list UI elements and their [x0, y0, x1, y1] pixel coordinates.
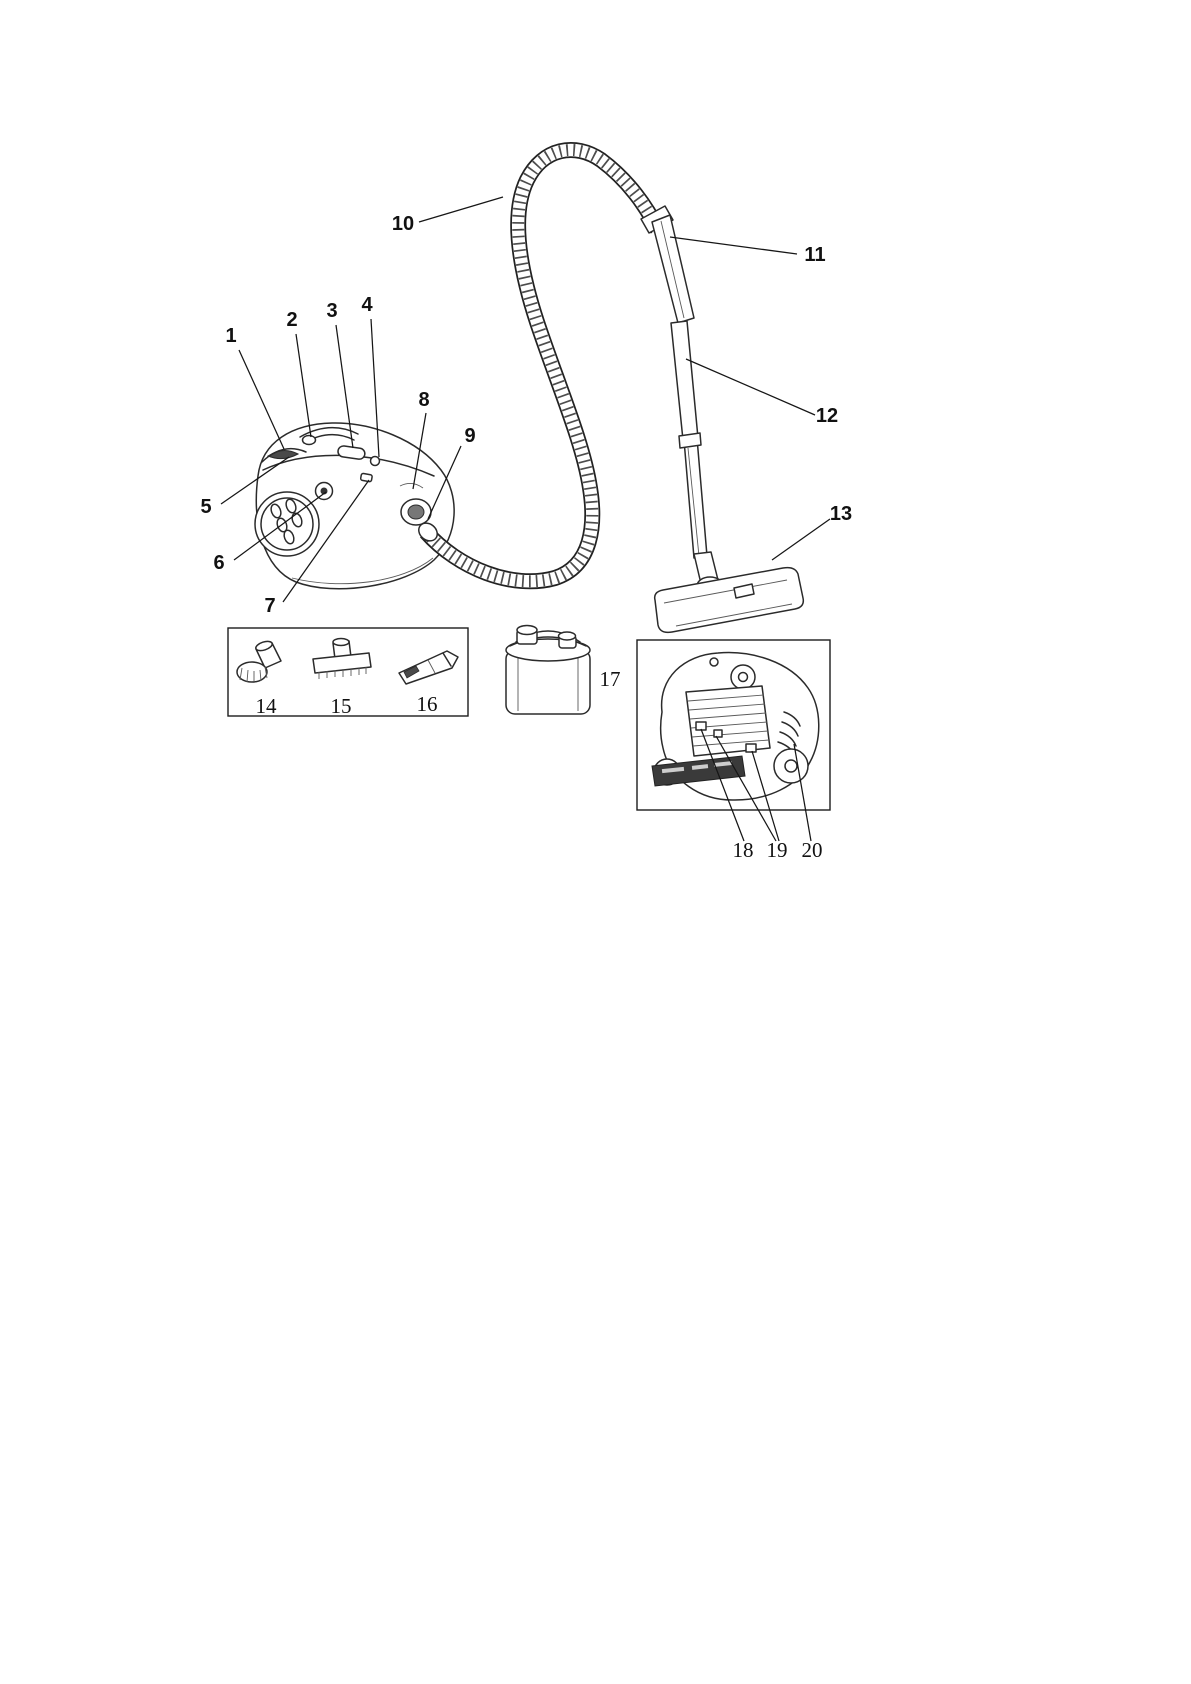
callout-20: 20: [802, 838, 823, 862]
callout-2: 2: [286, 309, 297, 331]
latch-middle: [713, 729, 723, 738]
callout-5: 5: [200, 496, 211, 518]
callout-7: 7: [264, 595, 275, 617]
callout-14: 14: [256, 694, 278, 718]
callout-19: 19: [767, 838, 788, 862]
wand-lower: [683, 437, 708, 559]
lid-latch: [359, 472, 373, 483]
handle-drawing: [640, 205, 695, 324]
wand-upper: [670, 320, 699, 441]
leader-lines: [220, 196, 831, 842]
callout-6: 6: [213, 552, 224, 574]
callout-1: 1: [225, 325, 236, 347]
callout-4: 4: [361, 294, 373, 316]
callout-12: 12: [816, 405, 838, 427]
canister-body-drawing: [254, 422, 455, 590]
callout-17: 17: [600, 667, 621, 691]
callout-15: 15: [331, 694, 352, 718]
upholstery-nozzle-drawing: [312, 637, 372, 679]
callout-18: 18: [733, 838, 754, 862]
callout-8: 8: [418, 389, 429, 411]
wand-lock-collar: [678, 432, 702, 449]
sole-plate: [685, 685, 771, 757]
brush-pedal: [733, 583, 755, 599]
floor-brush-drawing: [653, 551, 805, 634]
hose-inlet-opening: [407, 504, 425, 520]
callout-13: 13: [830, 503, 852, 525]
handle-tube: [651, 214, 695, 324]
callout-labels: 1 2 3 4 5 6 7 8 9 10 11 12 13 14 15 16 1…: [200, 213, 852, 862]
dusting-brush-drawing: [236, 640, 282, 683]
bottom-view-drawing: [636, 639, 831, 811]
dust-container-drawing: [505, 624, 591, 715]
bottom-view-frame: [636, 639, 831, 811]
latch-right: [745, 743, 757, 753]
power-control: [337, 445, 366, 460]
callout-9: 9: [464, 425, 475, 447]
wand-drawing: [670, 320, 708, 559]
exhaust-vents: [777, 711, 801, 755]
callout-11: 11: [804, 244, 825, 266]
cord-rewind-button: [301, 434, 317, 446]
latch-left: [695, 721, 707, 731]
caster-wheel: [730, 664, 756, 690]
hose-drawing: [418, 142, 666, 590]
callout-3: 3: [326, 300, 337, 322]
accessories-box: [227, 627, 469, 717]
rear-wheel-right: [773, 748, 809, 784]
callout-10: 10: [392, 213, 414, 235]
crevice-tool-drawing: [398, 650, 459, 685]
hose-connector: [418, 522, 438, 542]
callout-16: 16: [417, 692, 438, 716]
brush-body: [653, 566, 805, 634]
hose-ribs: [421, 144, 664, 588]
indicator: [369, 455, 381, 467]
accessories-box-frame: [227, 627, 469, 717]
